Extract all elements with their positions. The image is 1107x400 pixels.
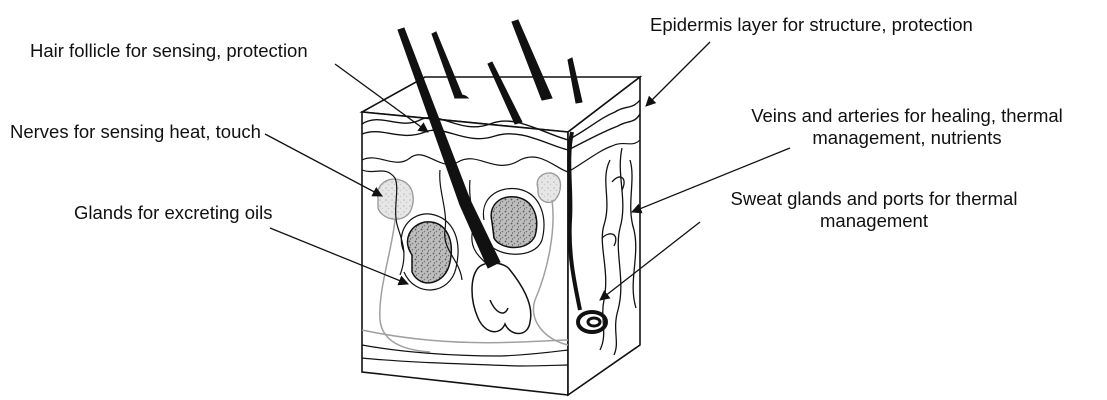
label-glands: Glands for excreting oils bbox=[74, 202, 272, 224]
nerve-ending-right bbox=[537, 173, 560, 202]
label-sweat-line1: Sweat glands and ports for thermal bbox=[694, 188, 1054, 210]
label-epidermis: Epidermis layer for structure, protectio… bbox=[650, 14, 973, 36]
label-veins-arteries: Veins and arteries for healing, thermal … bbox=[716, 105, 1098, 149]
label-sweat-glands: Sweat glands and ports for thermal manag… bbox=[694, 188, 1054, 232]
label-nerves: Nerves for sensing heat, touch bbox=[10, 121, 261, 143]
oil-gland-right bbox=[491, 197, 536, 248]
label-sweat-line2: management bbox=[694, 210, 1054, 232]
label-veins-line1: Veins and arteries for healing, thermal bbox=[716, 105, 1098, 127]
label-veins-line2: management, nutrients bbox=[716, 127, 1098, 149]
block-front-face bbox=[362, 112, 568, 395]
leader-epidermis bbox=[646, 42, 710, 106]
label-hair-follicle: Hair follicle for sensing, protection bbox=[30, 40, 308, 62]
